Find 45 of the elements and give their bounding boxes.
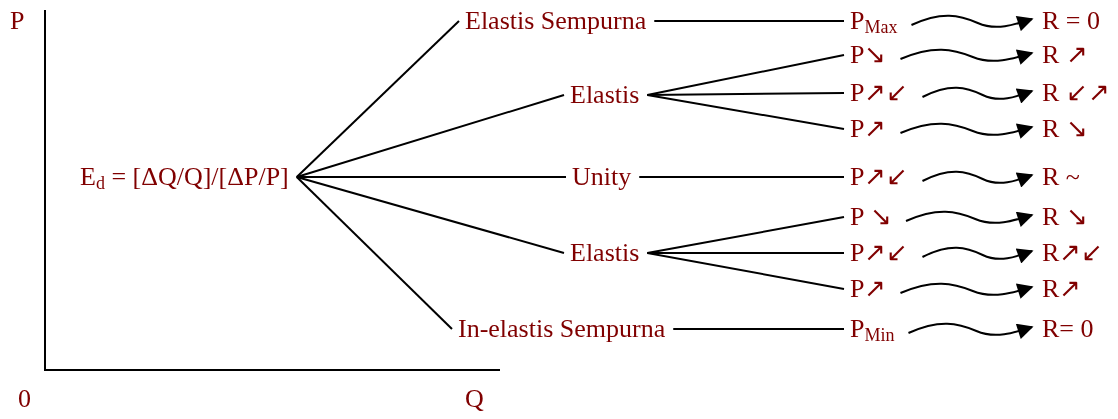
wavy-arrow: [910, 14, 1034, 32]
category-label: Elastis: [570, 238, 640, 268]
revenue-label: R ↘: [1042, 114, 1088, 144]
price-label: P ↘: [850, 202, 892, 232]
wavy-arrow: [907, 322, 1034, 340]
revenue-label: R↗↙: [1042, 238, 1104, 268]
connector-line: [646, 94, 845, 130]
price-label: P↘: [850, 40, 887, 70]
revenue-label: R ↗: [1042, 40, 1088, 70]
wavy-arrow: [921, 86, 1034, 104]
price-label: P↗: [850, 274, 887, 304]
category-label: Elastis Sempurna: [465, 6, 647, 36]
price-label: P↗↙: [850, 78, 909, 108]
formula-text: E$_{d}$ = [ΔQ/Q]/[ΔP/P]: [80, 162, 289, 192]
revenue-label: R↗: [1042, 274, 1082, 304]
connector-line: [295, 94, 565, 178]
revenue-label: R ~: [1042, 162, 1080, 192]
connector-line: [638, 176, 845, 178]
wavy-arrow: [899, 282, 1034, 299]
wavy-arrow: [921, 170, 1034, 188]
wavy-arrow: [899, 48, 1034, 65]
revenue-label: R ↙↗: [1042, 78, 1110, 108]
connector-line: [295, 176, 453, 330]
connector-line: [295, 176, 565, 254]
axis-label: Q: [465, 384, 484, 414]
revenue-label: R ↘: [1042, 202, 1088, 232]
category-label: Elastis: [570, 80, 640, 110]
category-label: In-elastis Sempurna: [458, 314, 666, 344]
connector-line: [653, 20, 845, 22]
price-label: P$_{Max}$: [850, 6, 898, 36]
price-label: P↗↙: [850, 162, 909, 192]
axis-label: P: [10, 6, 25, 36]
connector-line: [295, 20, 460, 178]
wavy-arrow: [905, 210, 1034, 227]
price-label: P↗: [850, 114, 887, 144]
category-label: Unity: [572, 162, 632, 192]
revenue-label: R= 0: [1042, 314, 1094, 344]
connector-line: [646, 252, 845, 290]
wavy-arrow: [921, 246, 1034, 264]
price-label: P↗↙: [850, 238, 909, 268]
revenue-label: R = 0: [1042, 6, 1100, 36]
wavy-arrow: [899, 122, 1034, 139]
axis-label: 0: [18, 384, 31, 414]
price-label: P$_{Min}$: [850, 314, 895, 344]
connector-line: [672, 328, 845, 330]
